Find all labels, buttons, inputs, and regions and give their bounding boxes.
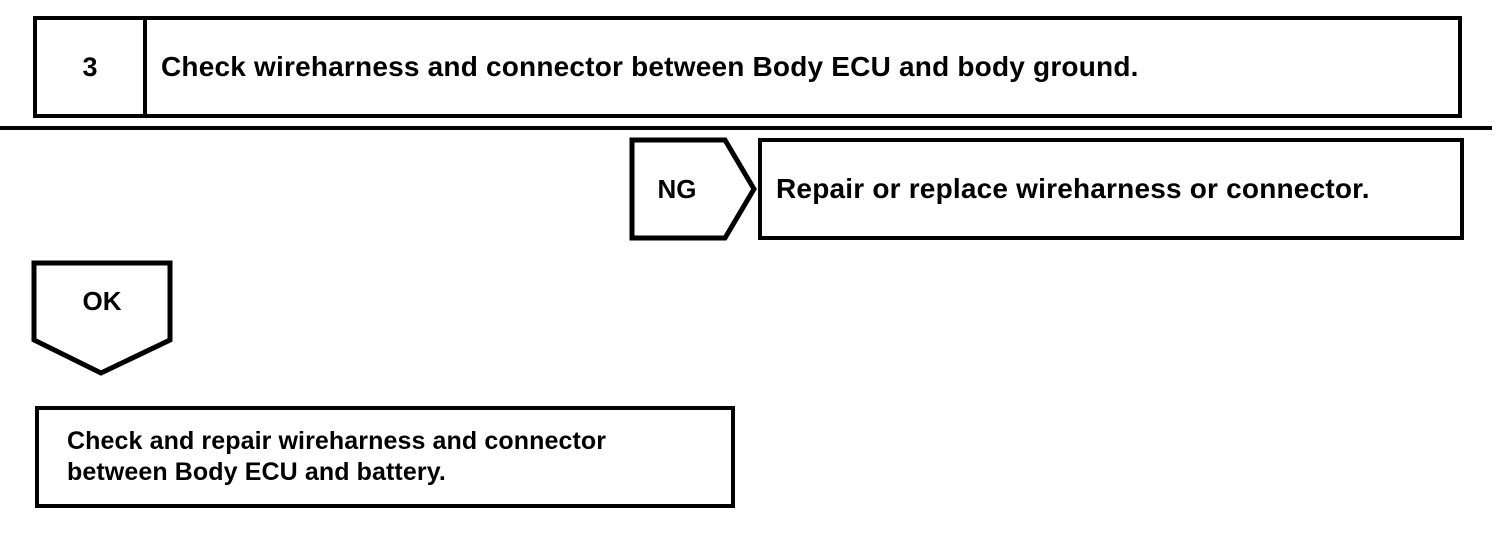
- step-number-cell: 3: [37, 20, 147, 114]
- step-row: 3 Check wireharness and connector betwee…: [33, 16, 1462, 118]
- step-instruction-cell: Check wireharness and connector between …: [161, 50, 1139, 82]
- ok-branch-label: OK: [82, 285, 122, 316]
- ng-branch-label: NG: [657, 173, 697, 204]
- ng-action-box: Repair or replace wireharness or connect…: [758, 138, 1464, 240]
- ng-arrow-shape: [629, 137, 757, 241]
- ok-action-text: Check and repair wireharness and connect…: [67, 426, 607, 486]
- horizontal-rule: [0, 126, 1492, 130]
- ok-action-box: Check and repair wireharness and connect…: [35, 406, 735, 508]
- ok-arrow-shape: [31, 260, 173, 376]
